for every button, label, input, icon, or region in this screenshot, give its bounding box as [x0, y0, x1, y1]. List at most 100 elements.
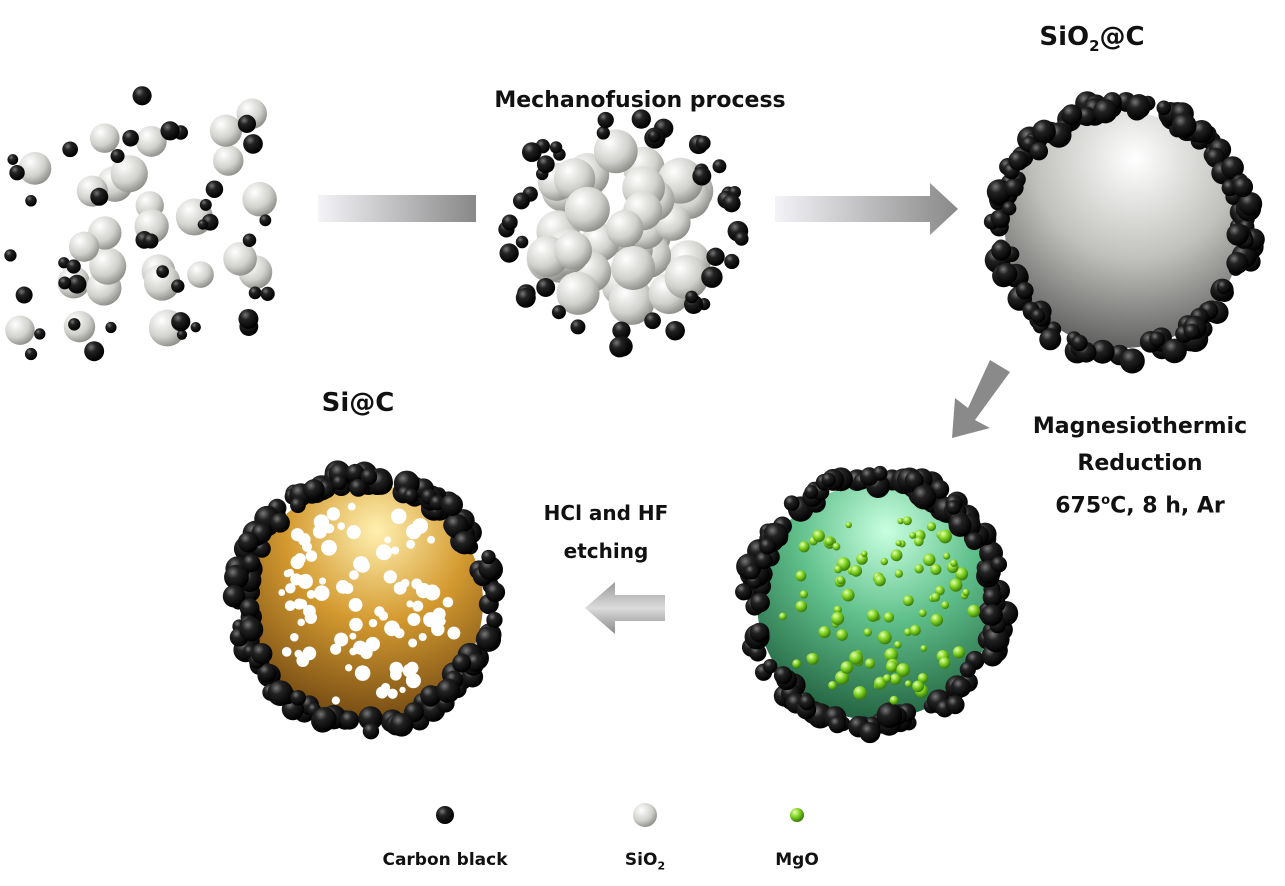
etching-line2: etching — [563, 539, 649, 563]
carbon-particle — [1039, 328, 1062, 351]
mgo-particle — [841, 588, 855, 602]
carbon-particle — [995, 262, 1018, 285]
carbon-particle — [501, 214, 518, 231]
carbon-particle — [981, 604, 1003, 626]
pore — [402, 664, 416, 678]
pore — [400, 578, 410, 588]
mgo-particle — [833, 605, 842, 614]
carbon-particle — [156, 265, 169, 278]
mgo-particle — [949, 578, 963, 592]
reduction-label: Magnesiothermic Reduction 675oC, 8 h, Ar — [1033, 408, 1247, 524]
pore — [418, 633, 427, 642]
carbon-particle — [1029, 142, 1049, 161]
sio2-particle — [110, 155, 148, 193]
mgo-particle — [866, 609, 880, 622]
mgo-particle — [894, 640, 902, 649]
pore — [297, 618, 305, 627]
arrow-mix — [318, 195, 476, 222]
mgo-particle — [902, 516, 912, 526]
carbon-particle — [872, 465, 888, 481]
carbon-particle — [1126, 95, 1151, 119]
carbon-particle — [1221, 156, 1244, 179]
mechanofusion-title: Mechanofusion process — [494, 88, 786, 113]
mgo-particle — [930, 613, 944, 627]
mgo-particle — [950, 559, 958, 567]
sio2-particle — [68, 231, 100, 262]
pore — [346, 525, 361, 540]
carbon-particle — [750, 592, 770, 613]
etching-line1: HCl and HF — [543, 501, 669, 525]
carbon-particle — [1004, 178, 1024, 198]
carbon-particle — [596, 126, 610, 140]
carbon-particle — [1119, 348, 1145, 374]
carbon-particle — [84, 341, 105, 362]
carbon-particle — [735, 583, 753, 601]
carbon-particle — [303, 479, 325, 501]
carbon-particle — [222, 585, 246, 608]
carbon-particle — [722, 194, 741, 213]
carbon-particle — [239, 598, 260, 619]
mgo-particle — [835, 670, 849, 685]
carbon-particle — [270, 512, 290, 533]
mgo-particle — [885, 660, 898, 673]
pore — [297, 599, 308, 609]
pore — [383, 570, 397, 584]
pore — [345, 664, 353, 672]
pore — [321, 539, 337, 556]
pore — [447, 626, 461, 640]
carbon-particle — [257, 663, 277, 683]
carbon-particle — [66, 259, 81, 274]
carbon-particle — [597, 111, 614, 129]
carbon-particle — [1061, 104, 1083, 126]
pore — [389, 668, 402, 681]
carbon-particle — [248, 286, 262, 300]
mgo-particle — [884, 647, 899, 662]
carbon-particle — [1162, 338, 1187, 364]
pore — [399, 686, 406, 694]
carbon-particle — [1093, 99, 1118, 124]
carbon-particle — [312, 707, 337, 732]
sio2-particle — [608, 279, 655, 325]
carbon-particle — [24, 347, 38, 361]
pore — [290, 633, 299, 642]
carbon-particle — [948, 513, 972, 537]
carbon-particle — [965, 532, 984, 551]
carbon-particle — [160, 121, 180, 141]
carbon-particle — [4, 249, 17, 262]
carbon-particle — [346, 463, 365, 483]
carbon-particle — [122, 129, 139, 147]
mgo-particle — [853, 686, 867, 700]
carbon-particle — [1183, 323, 1201, 340]
carbon-particle — [251, 643, 273, 665]
pore — [294, 649, 303, 658]
mgo-particle — [938, 529, 952, 544]
carbon-particle — [724, 253, 740, 270]
carbon-particle — [612, 321, 631, 340]
sio2-particle — [143, 264, 181, 301]
mgo-particle — [920, 645, 928, 652]
carbon-particle — [358, 706, 383, 731]
carbon-particle — [242, 233, 257, 248]
pore — [353, 556, 369, 572]
carbon-particle — [744, 564, 760, 580]
legend-sio2-prefix: SiO — [624, 850, 658, 870]
carbon-particle — [452, 531, 477, 555]
carbon-particle — [290, 497, 306, 514]
carbon-particle — [1226, 223, 1249, 246]
carbon-particle — [515, 287, 536, 308]
legend-mgo-label: MgO — [775, 850, 819, 870]
carbon-particle — [239, 617, 264, 642]
mgo-particle — [877, 630, 892, 645]
pore — [408, 638, 418, 648]
mgo-particle — [795, 570, 807, 582]
sio2-particle — [209, 114, 242, 147]
arrow-mechanofusion — [775, 183, 958, 235]
mgo-particle — [863, 628, 872, 637]
pore — [423, 612, 439, 628]
mgo-particle — [861, 550, 868, 558]
etching-label: HCl and HF etching — [544, 494, 669, 570]
pore — [349, 632, 357, 640]
carbon-particle — [90, 187, 109, 206]
mgo-particle — [836, 629, 848, 641]
pore — [278, 589, 286, 596]
